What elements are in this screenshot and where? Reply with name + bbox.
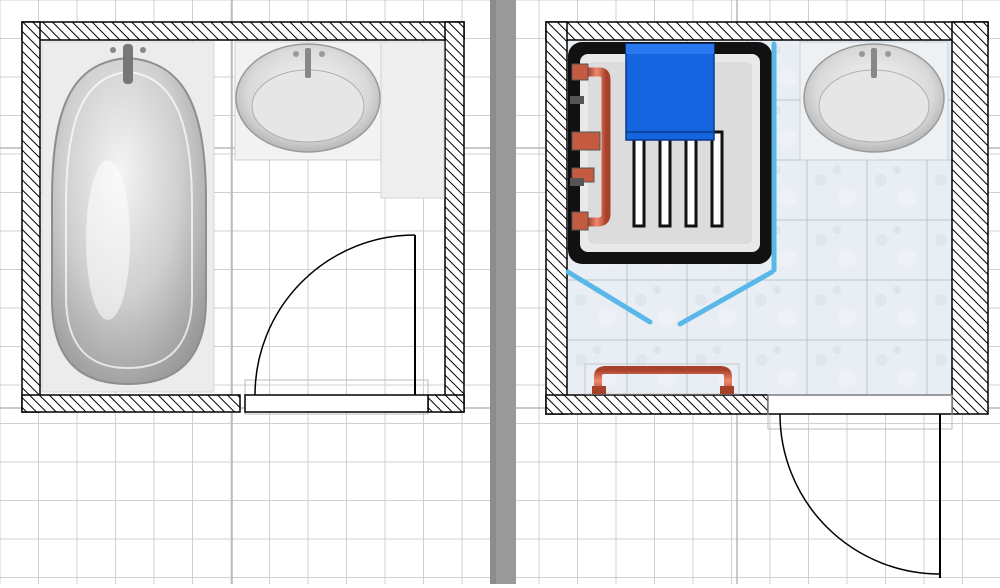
cabinet-icon[interactable] [380,41,445,199]
towel-rail-icon[interactable] [584,363,740,395]
wall-left-plan [21,21,465,413]
washbasin-icon[interactable] [799,41,949,161]
door-icon[interactable] [767,394,953,578]
washbasin-icon[interactable] [234,41,382,161]
plan-right [545,21,989,578]
shower-bench-icon[interactable] [625,43,715,141]
panel-divider-shadow [496,0,516,584]
shower-pipes-icon [570,63,611,231]
bathtub-icon[interactable] [41,41,215,393]
panel-divider [490,0,496,584]
plan-left [21,21,465,415]
wall-right-plan [545,21,989,415]
door-icon[interactable] [244,234,429,415]
glass-partition-icon [565,41,777,327]
